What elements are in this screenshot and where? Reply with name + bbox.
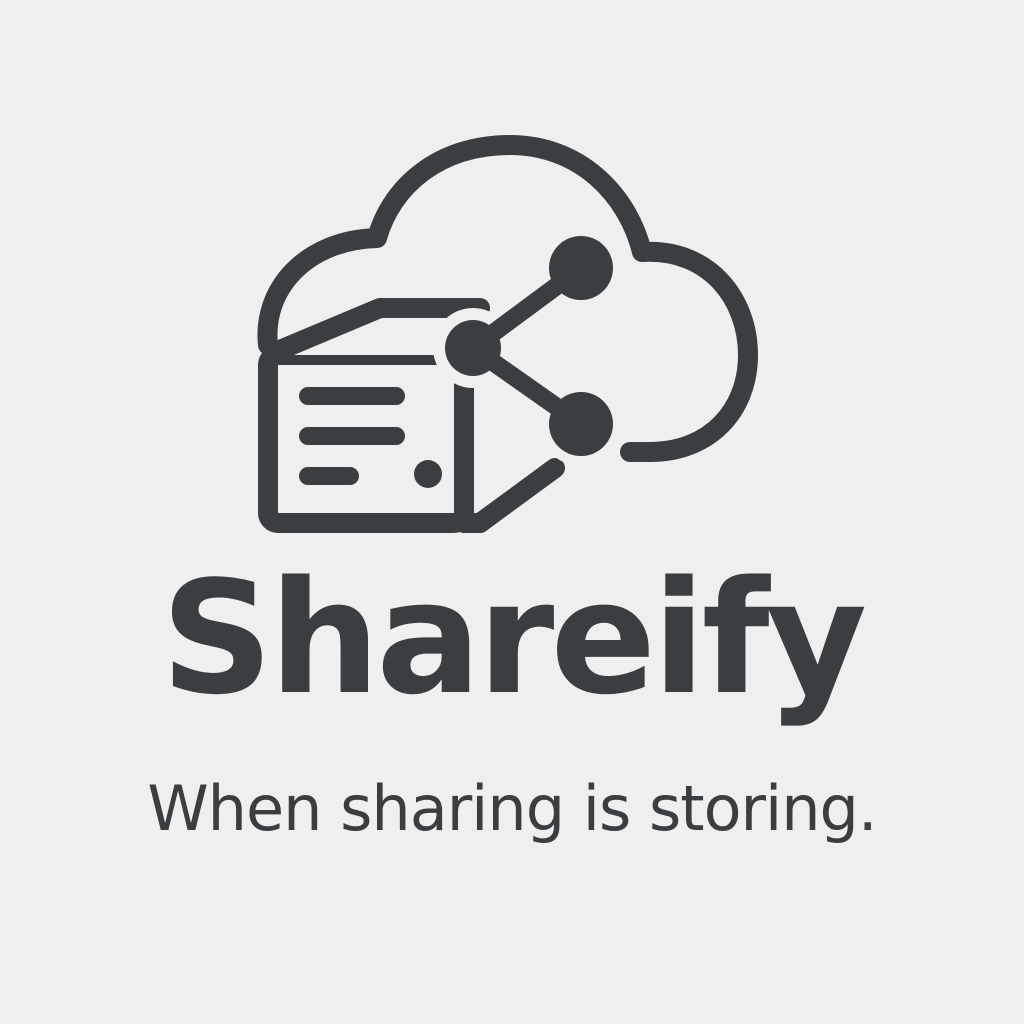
tagline: When sharing is storing.	[147, 772, 877, 845]
cloud-icon	[257, 135, 758, 462]
share-icon	[433, 226, 623, 466]
brand-name: Shareify	[160, 547, 867, 729]
file-box-icon	[258, 298, 565, 533]
